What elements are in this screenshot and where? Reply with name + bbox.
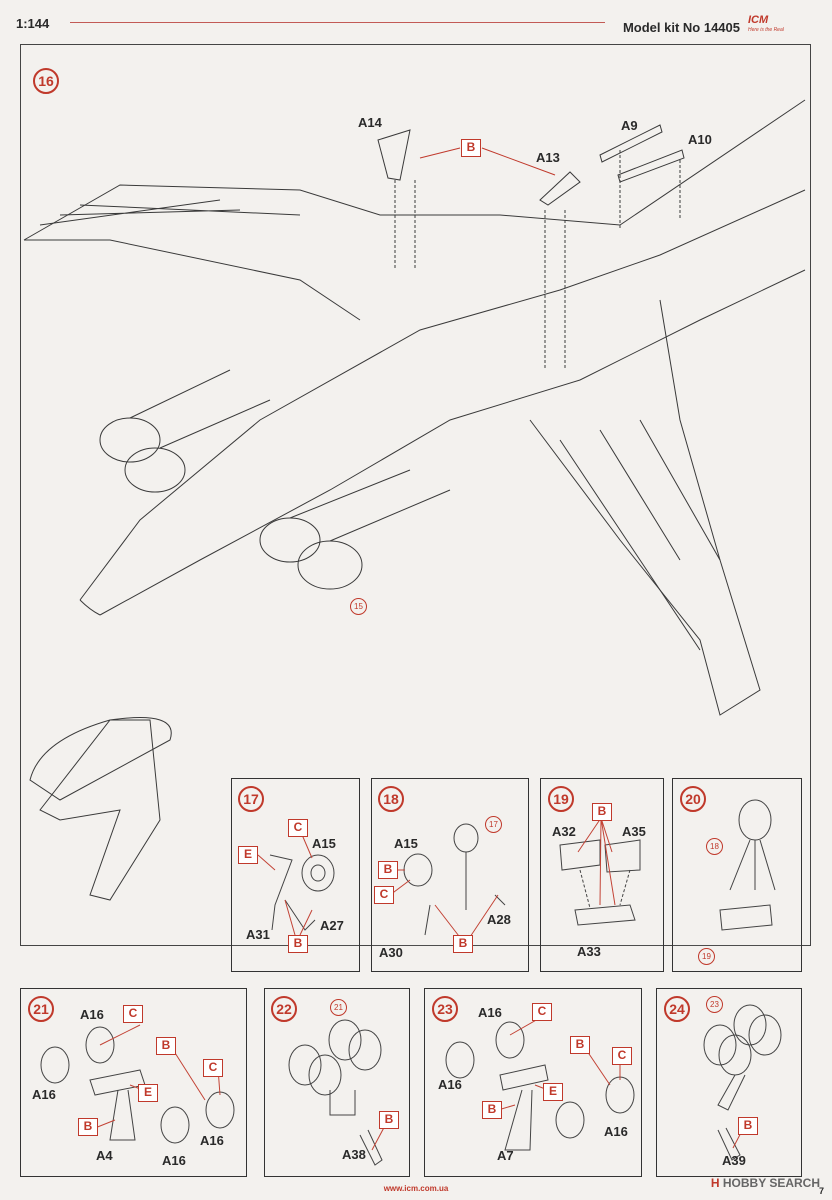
paint-tag-c: C — [288, 819, 308, 837]
part-a16-label: A16 — [478, 1005, 502, 1020]
brand-logo: ICM Here is the Real — [748, 14, 792, 40]
paint-tag-b: B — [288, 935, 308, 953]
paint-tag-c: C — [532, 1003, 552, 1021]
part-a35-label: A35 — [622, 824, 646, 839]
step-23-badge: 23 — [432, 996, 458, 1022]
step-18-ref: 17 — [485, 816, 502, 833]
part-a16-label: A16 — [604, 1124, 628, 1139]
part-a9-label: A9 — [621, 118, 638, 133]
part-a39-label: A39 — [722, 1153, 746, 1168]
part-a4-label: A4 — [96, 1148, 113, 1163]
part-a10-label: A10 — [688, 132, 712, 147]
step-16-frame — [20, 44, 811, 946]
step-16-badge: 16 — [33, 68, 59, 94]
part-a32-label: A32 — [552, 824, 576, 839]
footer-url: www.icm.com.ua — [383, 1184, 449, 1193]
step-24-badge: 24 — [664, 996, 690, 1022]
paint-tag-b: B — [482, 1101, 502, 1119]
part-a15-label: A15 — [394, 836, 418, 851]
paint-tag-b: B — [378, 861, 398, 879]
part-a13-label: A13 — [536, 150, 560, 165]
part-a31-label: A31 — [246, 927, 270, 942]
step-24-ref: 23 — [706, 996, 723, 1013]
step-17-badge: 17 — [238, 786, 264, 812]
paint-tag-b: B — [461, 139, 481, 157]
paint-tag-b: B — [78, 1118, 98, 1136]
paint-tag-c: C — [123, 1005, 143, 1023]
page-number: 7 — [818, 1186, 824, 1196]
paint-tag-b: B — [738, 1117, 758, 1135]
paint-tag-e: E — [238, 846, 258, 864]
part-a33-label: A33 — [577, 944, 601, 959]
kit-number: Model kit No 14405 — [622, 20, 740, 35]
part-a14-label: A14 — [358, 115, 382, 130]
part-a28-label: A28 — [487, 912, 511, 927]
part-a16-label: A16 — [438, 1077, 462, 1092]
step-18-badge: 18 — [378, 786, 404, 812]
paint-tag-c: C — [203, 1059, 223, 1077]
step-20-badge: 20 — [680, 786, 706, 812]
part-a16-label: A16 — [162, 1153, 186, 1168]
part-a16-label: A16 — [200, 1133, 224, 1148]
paint-tag-e: E — [138, 1084, 158, 1102]
paint-tag-e: E — [543, 1083, 563, 1101]
paint-tag-c: C — [374, 886, 394, 904]
scale-label: 1:144 — [16, 16, 50, 31]
step-22-badge: 22 — [271, 996, 297, 1022]
logo-text: ICM — [748, 14, 769, 26]
step-20-ref-18: 18 — [706, 838, 723, 855]
paint-tag-b: B — [592, 803, 612, 821]
part-a7-label: A7 — [497, 1148, 514, 1163]
part-a38-label: A38 — [342, 1147, 366, 1162]
part-a16-label: A16 — [80, 1007, 104, 1022]
part-a15-label: A15 — [312, 836, 336, 851]
logo-subtitle: Here is the Real — [748, 27, 784, 33]
part-a16-label: A16 — [32, 1087, 56, 1102]
watermark-text: HOBBY SEARCH — [722, 1176, 820, 1190]
step-20-ref-19: 19 — [698, 948, 715, 965]
part-a27-label: A27 — [320, 918, 344, 933]
watermark: H HOBBY SEARCH — [711, 1176, 820, 1190]
paint-tag-b: B — [453, 935, 473, 953]
step-21-badge: 21 — [28, 996, 54, 1022]
step-19-badge: 19 — [548, 786, 574, 812]
paint-tag-b: B — [570, 1036, 590, 1054]
part-a30-label: A30 — [379, 945, 403, 960]
step-22-ref: 21 — [330, 999, 347, 1016]
paint-tag-b: B — [379, 1111, 399, 1129]
paint-tag-b: B — [156, 1037, 176, 1055]
header-rule — [70, 22, 605, 23]
watermark-mark: H — [710, 1176, 720, 1190]
step-16-ref: 15 — [350, 598, 367, 615]
paint-tag-c: C — [612, 1047, 632, 1065]
